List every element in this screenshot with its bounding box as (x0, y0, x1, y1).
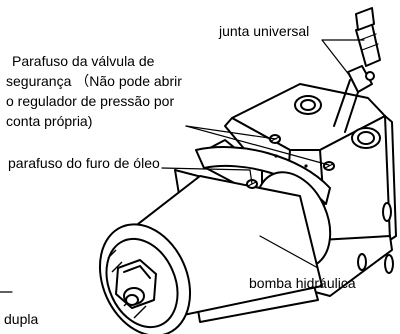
pump-cylinder (98, 146, 332, 334)
leader-safety-valve-2 (185, 125, 330, 166)
label-safety-valve-line4: conta própria) (6, 113, 92, 129)
leader-lines (0, 39, 365, 293)
label-hydraulic-pump: bomba hidráulica (249, 275, 356, 291)
leader-oil-hole (161, 167, 251, 171)
leader-hydraulic-pump (259, 235, 319, 269)
label-oil-hole-screw: parafuso do furo de óleo (8, 155, 160, 171)
label-safety-valve-line1: Parafuso da válvula de (12, 53, 155, 69)
label-partial-bottom-left: dupla (4, 311, 38, 327)
label-safety-valve-line3: o regulador de pressão por (6, 93, 174, 109)
leader-safety-valve-1 (185, 125, 277, 140)
universal-joint (333, 7, 381, 133)
leader-oil-hole-down (249, 169, 253, 185)
leader-universal-joint-diag (321, 39, 351, 77)
label-universal-joint: junta universal (218, 23, 309, 39)
label-safety-valve-line2: segurança （Não pode abrir (6, 73, 182, 89)
